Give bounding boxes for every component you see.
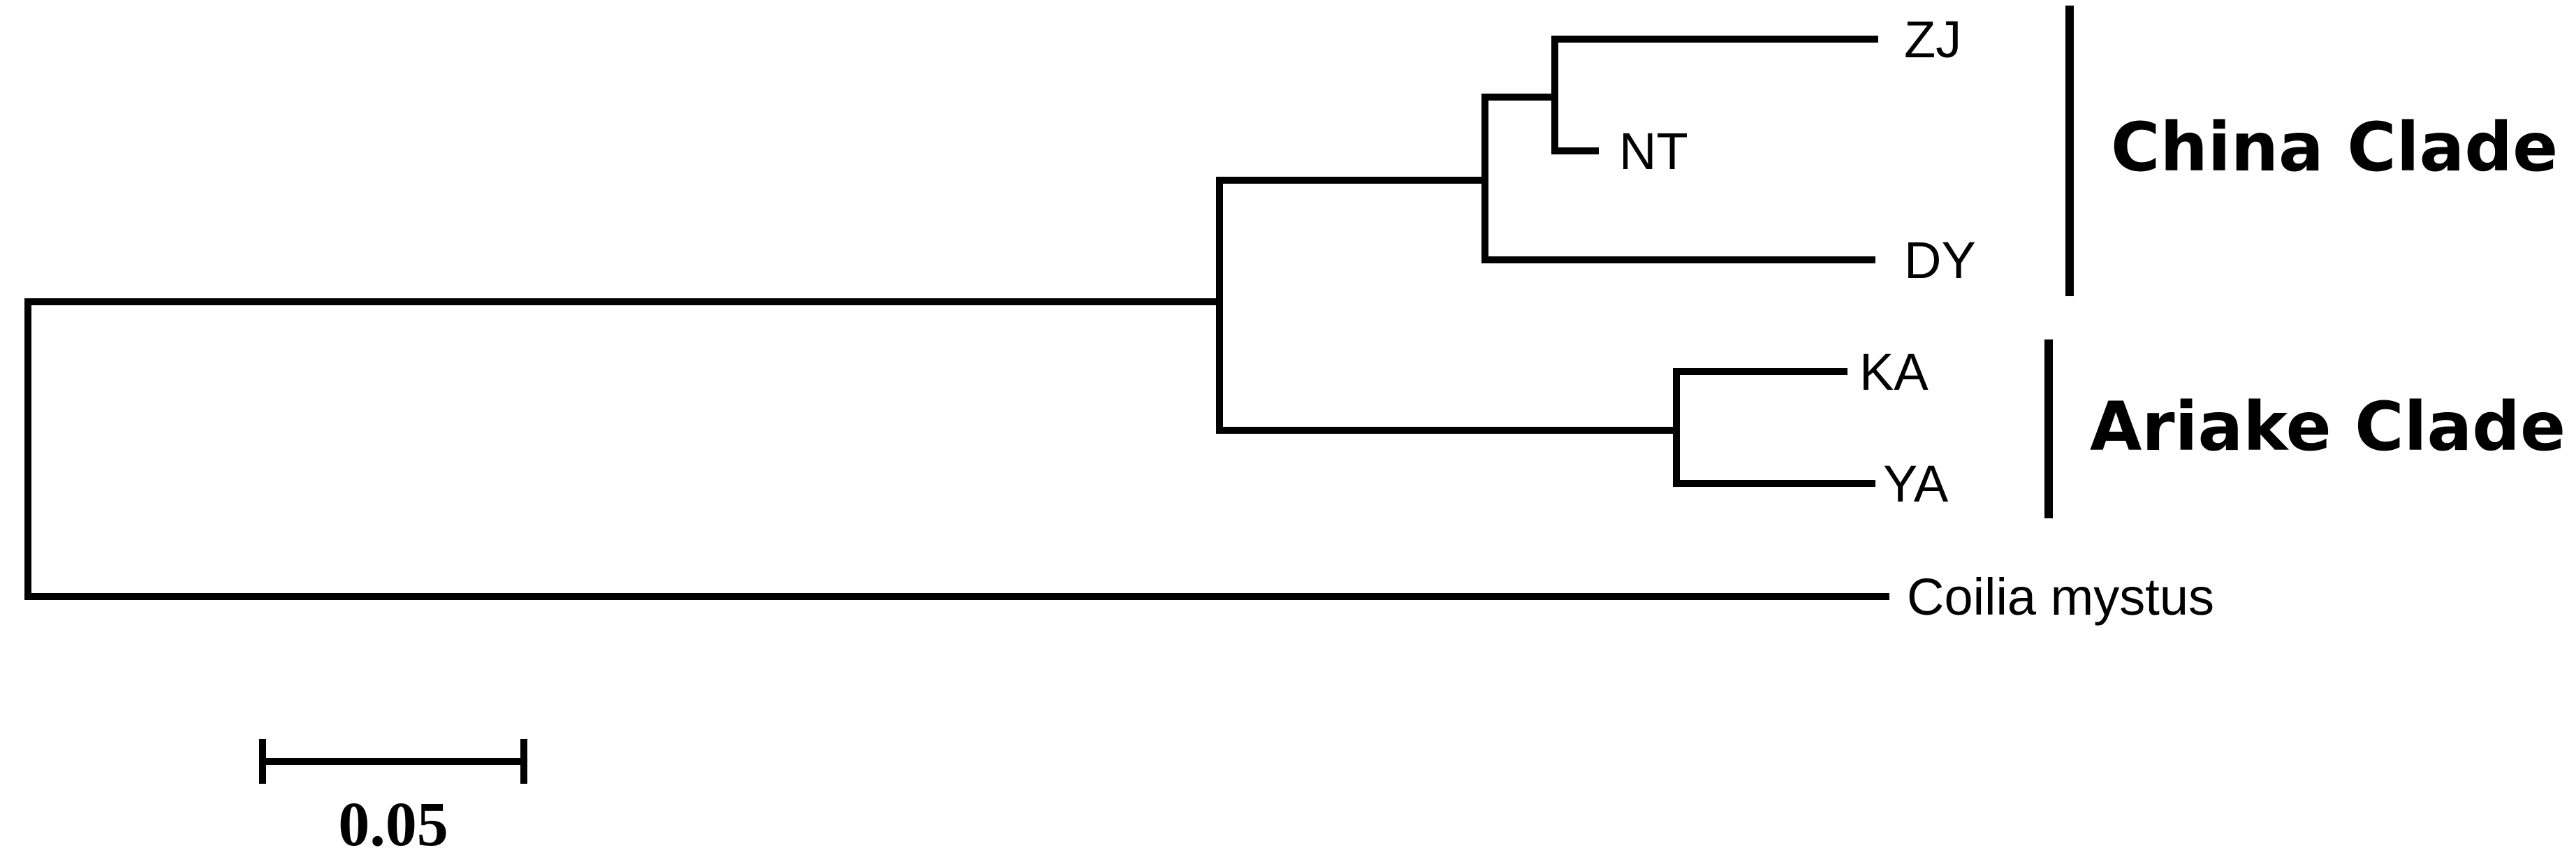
- root-node: [24, 298, 1889, 600]
- scale-bar: 0.05: [259, 739, 527, 855]
- scale-bar-label: 0.05: [338, 790, 448, 855]
- ariake-clade-label: Ariake Clade: [2090, 388, 2566, 466]
- leaf-label-zj: ZJ: [1904, 10, 1961, 68]
- ingroup-node: [1216, 177, 1680, 434]
- leaf-label-nt: NT: [1619, 122, 1688, 180]
- china-clade-label: China Clade: [2111, 108, 2558, 187]
- leaf-label-ya: YA: [1883, 455, 1949, 513]
- china-clade-node: [1481, 94, 1875, 263]
- ariake-clade-node: [1673, 368, 1875, 487]
- zj-nt-node: [1551, 36, 1878, 154]
- leaf-label-outgroup: Coilia mystus: [1907, 568, 2214, 626]
- leaf-label-ka: KA: [1859, 343, 1929, 401]
- leaf-label-dy: DY: [1904, 231, 1976, 289]
